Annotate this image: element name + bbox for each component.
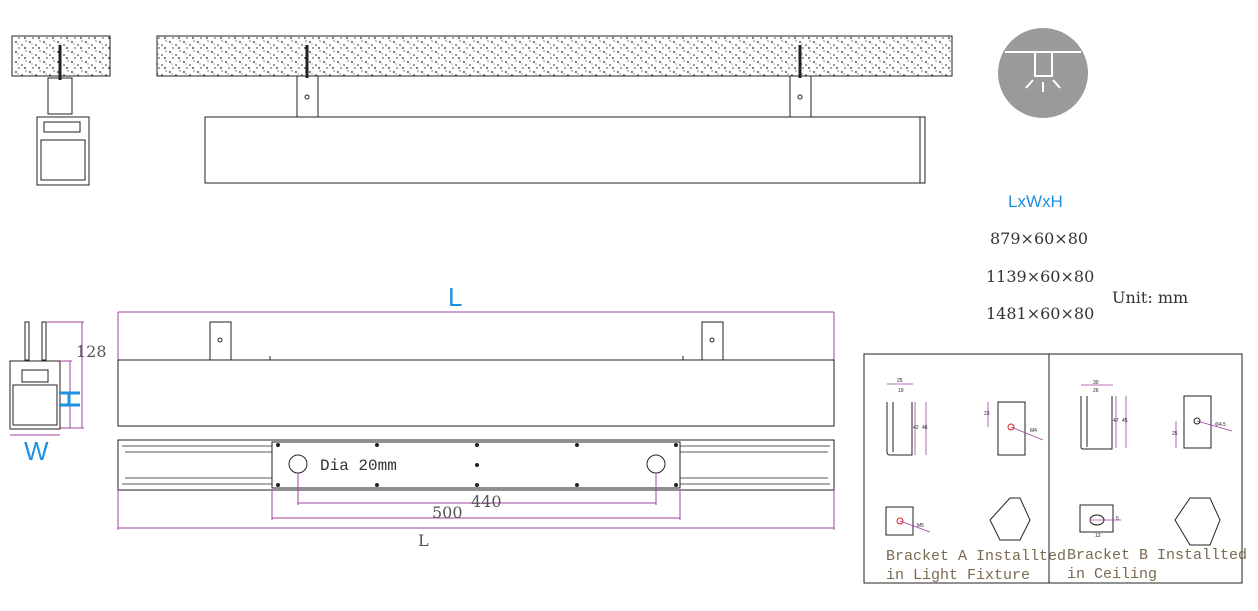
bracket-a-line2: in Light Fixture bbox=[886, 567, 1031, 584]
unit-label: Unit: mm bbox=[1112, 288, 1189, 307]
dim-b-phi: Φ4.5 bbox=[1215, 422, 1226, 428]
dim-b-45: 45 bbox=[1122, 418, 1128, 424]
dim-b-5: 5 bbox=[1116, 516, 1119, 522]
size-option-3: 1481×60×80 bbox=[986, 304, 1095, 323]
dim-440: 440 bbox=[471, 492, 502, 511]
dim-b-12: 12 bbox=[1095, 533, 1101, 539]
dim-a-m5: M5 bbox=[917, 523, 924, 529]
dim-500: 500 bbox=[432, 503, 463, 522]
dim-b-30: 30 bbox=[1093, 380, 1099, 386]
bracket-panel bbox=[863, 353, 1243, 584]
section-view bbox=[9, 321, 84, 436]
bracket-a-caption: Bracket A Installted in Light Fixture bbox=[886, 547, 1066, 585]
dim-a-23: 23 bbox=[984, 411, 990, 417]
dim-a-19: 19 bbox=[898, 388, 904, 394]
fixture-front-view bbox=[117, 311, 835, 427]
size-option-2: 1139×60×80 bbox=[986, 267, 1095, 286]
dimensions-header: LxWxH bbox=[1008, 192, 1063, 211]
bracket-b-line1: Bracket B Installted bbox=[1067, 547, 1248, 564]
dim-a-m4: M4 bbox=[1030, 428, 1037, 434]
pendant-icon bbox=[998, 28, 1088, 118]
length-label: L bbox=[448, 282, 463, 312]
dim-a-42: 42 bbox=[913, 425, 919, 431]
bracket-b-line2: in Ceiling bbox=[1067, 566, 1158, 583]
dim-b-26: 26 bbox=[1093, 388, 1099, 394]
bottom-length-label: L bbox=[418, 531, 429, 550]
width-label: W bbox=[24, 436, 49, 466]
height-value: 128 bbox=[76, 342, 107, 361]
dim-b-25: 25 bbox=[1172, 431, 1178, 437]
bracket-a-line1: Bracket A Installted bbox=[886, 548, 1067, 565]
ceiling-side-view bbox=[11, 35, 111, 186]
hole-label: Dia 20mm bbox=[320, 457, 397, 475]
size-option-1: 879×60×80 bbox=[990, 229, 1089, 248]
dim-a-46: 46 bbox=[922, 425, 928, 431]
ceiling-front-view bbox=[156, 35, 953, 184]
dim-a-25: 25 bbox=[897, 378, 903, 384]
bracket-b-caption: Bracket B Installted in Ceiling bbox=[1067, 546, 1247, 584]
dim-b-47: 47 bbox=[1113, 418, 1119, 424]
fixture-bottom-view bbox=[117, 439, 835, 530]
